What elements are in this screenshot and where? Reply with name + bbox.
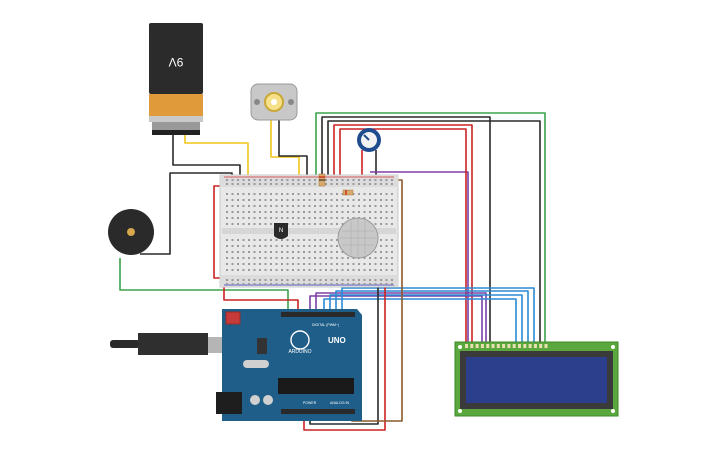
usb-cable[interactable] <box>110 333 236 355</box>
wire-lcd-blue-3[interactable] <box>335 290 529 342</box>
wire-buzzer-green[interactable] <box>119 258 289 312</box>
battery-9v[interactable]: 9V <box>149 23 203 135</box>
lcd-pin-header <box>465 344 548 348</box>
breadboard-holes <box>226 179 393 285</box>
arduino-brand: ARDUINO <box>288 349 311 355</box>
piezo-buzzer[interactable] <box>108 209 154 255</box>
wire-lcd-black-2[interactable] <box>327 120 541 342</box>
transistor-label: N <box>279 228 283 234</box>
wire-lcd-purple-1[interactable] <box>309 295 483 342</box>
battery-label: 9V <box>169 55 184 69</box>
arduino-uno[interactable]: ARDUINO UNO DIGITAL (PWM~) POWER ANALOG … <box>216 309 362 421</box>
wire-lcd-red-1[interactable] <box>333 124 473 342</box>
wire-lcd-green[interactable] <box>315 112 546 342</box>
potentiometer[interactable] <box>357 128 381 152</box>
wire-buzzer-black[interactable] <box>140 172 233 255</box>
resistor-1[interactable] <box>318 173 326 187</box>
wires <box>119 112 546 431</box>
wire-motor-black[interactable] <box>278 120 308 180</box>
gas-sensor[interactable] <box>337 217 379 259</box>
wire-pot-purple[interactable] <box>370 171 469 342</box>
wire-lcd-blue-2[interactable] <box>329 294 523 342</box>
wire-lcd-black-1[interactable] <box>321 116 491 342</box>
wire-lcd-red-2[interactable] <box>339 128 467 342</box>
wire-lcd-blue-1[interactable] <box>323 298 517 342</box>
wire-lcd-purple-2[interactable] <box>315 292 487 342</box>
wire-bottom-red[interactable] <box>303 275 386 431</box>
arduino-model: UNO <box>328 336 346 345</box>
npn-transistor[interactable]: N <box>274 223 288 239</box>
arduino-power-label: POWER <box>303 401 317 405</box>
dc-motor[interactable] <box>250 83 298 121</box>
arduino-analog-label: ANALOG IN <box>330 401 350 405</box>
lcd-16x2[interactable] <box>454 341 619 417</box>
arduino-digital-label: DIGITAL (PWM~) <box>312 323 339 327</box>
wire-rail-red-arduino[interactable] <box>223 276 299 312</box>
resistor-2[interactable] <box>342 189 354 196</box>
wire-lcd-blue-4[interactable] <box>341 287 535 342</box>
wire-battery-black[interactable] <box>172 135 241 182</box>
